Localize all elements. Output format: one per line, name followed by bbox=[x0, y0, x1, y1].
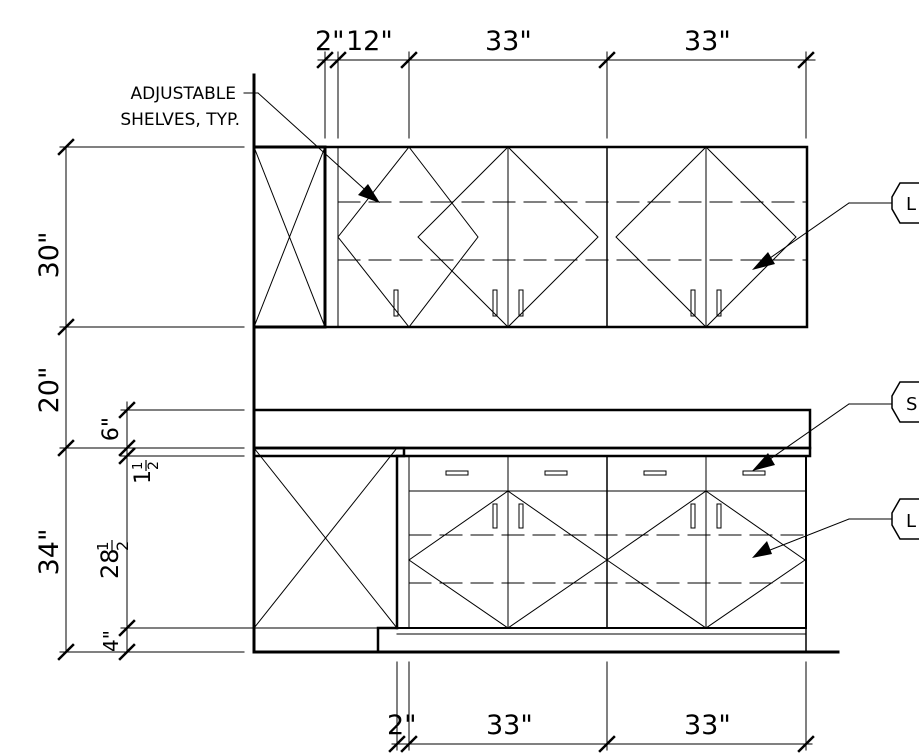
svg-text:28: 28 bbox=[96, 548, 124, 579]
dim-bottom-33in-b: 33" bbox=[684, 710, 731, 741]
tag-hexagon bbox=[891, 381, 919, 423]
svg-text:1: 1 bbox=[131, 470, 156, 484]
backsplash bbox=[252, 408, 812, 450]
dim-bottom-2in: 2" bbox=[387, 710, 417, 741]
note-shelves-typ: SHELVES, TYP. bbox=[120, 110, 240, 130]
tag-counter-label: S bbox=[906, 394, 917, 415]
tag-hexagon bbox=[891, 182, 919, 224]
dim-upper-30in: 30" bbox=[34, 232, 65, 279]
dim-bottom-33in-a: 33" bbox=[486, 710, 533, 741]
tag-upper-label: L bbox=[906, 194, 916, 215]
note-adjustable: ADJUSTABLE bbox=[130, 84, 236, 104]
base-cabinet-run bbox=[396, 455, 807, 629]
svg-text:1: 1 bbox=[94, 541, 112, 551]
base-end-panel bbox=[252, 446, 406, 630]
dim-countertop-1-half: 1 1 2 bbox=[131, 460, 162, 484]
dim-gap-20in: 20" bbox=[34, 367, 65, 414]
upper-cabinet-run bbox=[323, 145, 809, 329]
dim-top-12in: 12" bbox=[346, 26, 393, 57]
svg-text:2: 2 bbox=[146, 461, 162, 470]
svg-text:1: 1 bbox=[131, 462, 146, 470]
tag-hexagon bbox=[891, 498, 919, 540]
svg-text:2: 2 bbox=[113, 541, 132, 551]
dim-base-28-half: 28 1 2 bbox=[94, 540, 132, 579]
dim-top-33in-a: 33" bbox=[485, 26, 532, 57]
dim-toekick-4in: 4" bbox=[99, 630, 123, 652]
dim-backsplash-6in: 6" bbox=[99, 417, 124, 441]
dim-top-33in-b: 33" bbox=[684, 26, 731, 57]
tag-base-label: L bbox=[906, 511, 916, 532]
dim-base-34in: 34" bbox=[34, 529, 65, 576]
dim-top-2in: 2" bbox=[315, 26, 345, 57]
